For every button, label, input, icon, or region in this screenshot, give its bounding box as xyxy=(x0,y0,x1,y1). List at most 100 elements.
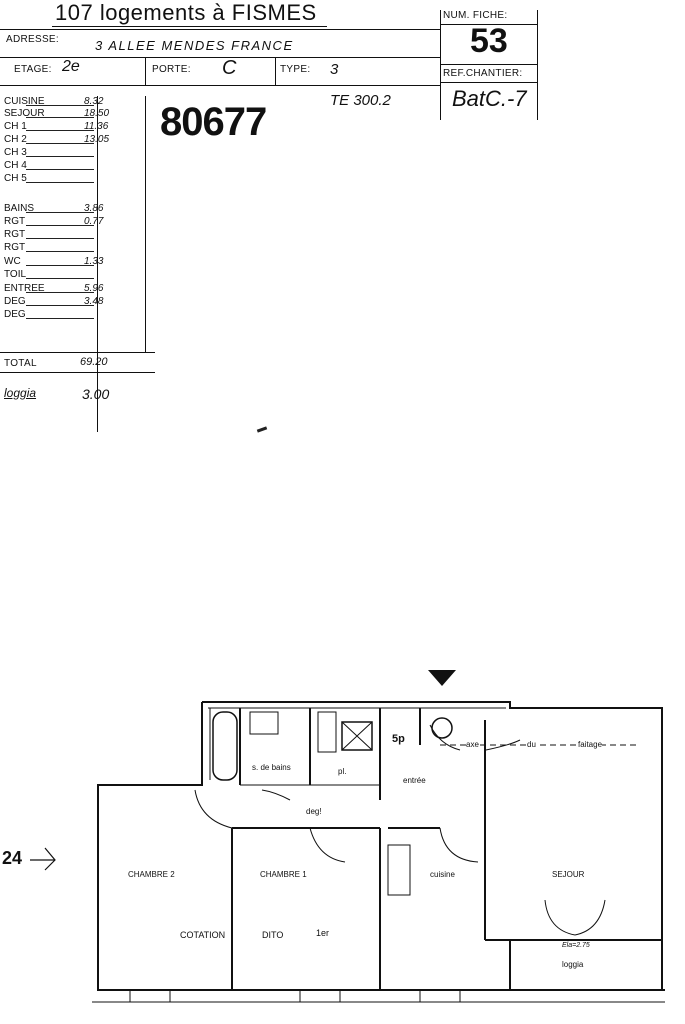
form-bottom-border xyxy=(0,85,440,86)
plan-cotation: COTATION xyxy=(180,930,226,940)
loggia-label: loggia xyxy=(4,386,37,400)
type-value: 3 xyxy=(330,61,339,78)
room-row-underline xyxy=(26,130,94,131)
room-row-underline xyxy=(26,318,94,319)
form-right-border xyxy=(440,10,441,120)
room-name: CH 3 xyxy=(4,147,27,158)
room-area: 11.36 xyxy=(84,121,109,132)
room-row-underline xyxy=(26,238,94,239)
room-row-underline xyxy=(26,169,94,170)
room-row-underline xyxy=(26,156,94,157)
document-title: 107 logements à FISMES xyxy=(55,0,317,25)
room-row: ENTREE 5.96 xyxy=(4,283,154,294)
etage-value: 2e xyxy=(62,58,80,75)
plan-pl: pl. xyxy=(338,767,347,776)
total-value: 69.20 xyxy=(80,356,108,368)
room-name: CH 2 xyxy=(4,134,27,145)
plan-chambre2: CHAMBRE 2 xyxy=(128,870,175,879)
room-name: RGT xyxy=(4,216,26,227)
room-row: TOIL xyxy=(4,269,154,280)
room-name: WC xyxy=(4,256,21,267)
etage-label: ETAGE: xyxy=(14,64,52,75)
porte-value: C xyxy=(222,57,237,79)
room-name: TOIL xyxy=(4,269,27,280)
plan-cuisine: cuisine xyxy=(430,870,455,879)
room-name: CUISINE xyxy=(4,96,45,107)
north-label: 24 xyxy=(2,848,23,868)
room-row-underline xyxy=(26,278,94,279)
plan-dito: DITO xyxy=(262,930,284,940)
title-underline xyxy=(52,26,327,27)
total-underline xyxy=(0,372,155,373)
room-row-underline xyxy=(26,212,94,213)
ref-chantier-underline xyxy=(441,82,537,83)
plan-dim: Ela=2.75 xyxy=(562,942,590,949)
room-row-underline xyxy=(26,182,94,183)
table-outer-right xyxy=(145,96,146,352)
form-divider-1 xyxy=(145,57,146,85)
form-mid-border xyxy=(0,57,440,58)
room-name: CH 1 xyxy=(4,121,27,132)
room-row: RGT xyxy=(4,229,154,240)
room-area: 13.05 xyxy=(84,134,110,145)
room-row: CUISINE 8.32 xyxy=(4,96,154,107)
room-row: CH 2 13.05 xyxy=(4,134,154,145)
room-name: RGT xyxy=(4,242,26,253)
room-row-underline xyxy=(26,251,94,252)
room-row-underline xyxy=(26,117,94,118)
room-row: WC 1.33 xyxy=(4,256,154,267)
plan-du: du xyxy=(527,740,536,749)
room-area: 1.33 xyxy=(84,256,104,267)
room-name: CH 5 xyxy=(4,173,27,184)
plan-sejour: SEJOUR xyxy=(552,870,585,879)
room-row: CH 5 xyxy=(4,173,154,184)
room-row-underline xyxy=(26,265,94,266)
table-right-border xyxy=(97,96,98,432)
room-row-underline xyxy=(26,143,94,144)
plan-first: 1er xyxy=(316,928,330,938)
room-area: 18.50 xyxy=(84,108,110,119)
room-row: RGT 0.77 xyxy=(4,216,154,227)
room-area: 3.48 xyxy=(84,296,104,307)
adresse-label: ADRESSE: xyxy=(6,34,59,45)
room-area: 8.32 xyxy=(84,96,104,107)
adresse-value: 3 ALLEE MENDES FRANCE xyxy=(95,38,294,53)
num-fiche-bottom xyxy=(441,64,537,65)
room-row-underline xyxy=(26,292,94,293)
plan-faitage: faitage xyxy=(578,740,603,749)
room-area: 0.77 xyxy=(84,216,104,227)
room-row-underline xyxy=(26,305,94,306)
plan-gaine: 5p xyxy=(392,733,405,745)
room-row: RGT xyxy=(4,242,154,253)
te-note: TE 300.2 xyxy=(330,92,391,109)
room-name: DEG xyxy=(4,296,26,307)
type-label: TYPE: xyxy=(280,64,311,75)
room-row: BAINS 3.86 xyxy=(4,203,154,214)
room-name: BAINS xyxy=(4,203,35,214)
room-name: DEG xyxy=(4,309,26,320)
ref-chantier-value: BatC.-7 xyxy=(452,86,527,111)
plan-deg: deg! xyxy=(306,807,322,816)
plan-axe: axe xyxy=(466,740,479,749)
room-name: ENTREE xyxy=(4,283,45,294)
room-area: 3.86 xyxy=(84,203,104,214)
porte-label: PORTE: xyxy=(152,64,191,75)
room-row-underline xyxy=(26,105,94,106)
room-row-underline xyxy=(26,225,94,226)
num-fiche-value: 53 xyxy=(470,22,508,60)
plan-entree: entrée xyxy=(403,776,426,785)
loggia-value: 3.00 xyxy=(82,386,110,402)
total-label: TOTAL xyxy=(4,358,37,369)
ref-number: 80677 xyxy=(160,100,267,144)
form-divider-2 xyxy=(275,57,276,85)
room-row: DEG xyxy=(4,309,154,320)
form-top-border xyxy=(0,29,440,30)
num-fiche-label: NUM. FICHE: xyxy=(443,10,508,21)
ref-chantier-label: REF.CHANTIER: xyxy=(443,68,523,79)
plan-chambre1: CHAMBRE 1 xyxy=(260,870,307,879)
room-area: 5.96 xyxy=(84,283,104,294)
total-divider xyxy=(0,352,155,353)
plan-sdb: s. de bains xyxy=(252,763,291,772)
ref-chantier-right xyxy=(537,10,538,120)
